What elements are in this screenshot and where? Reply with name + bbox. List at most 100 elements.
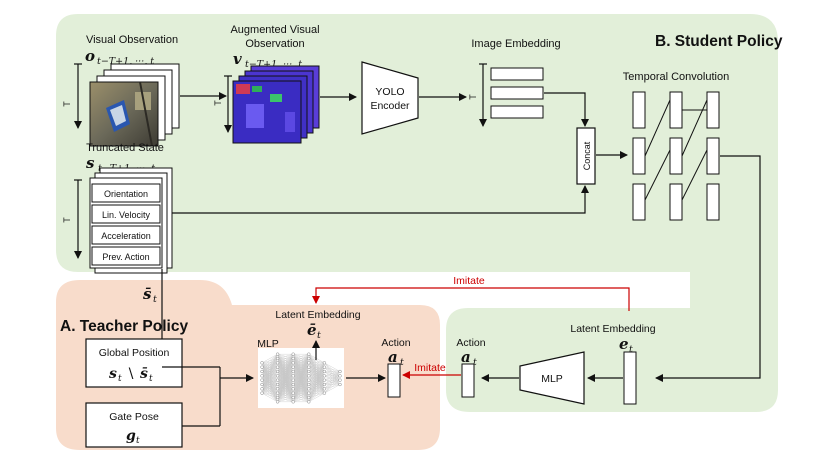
gate-pose-label: Gate Pose [109, 411, 159, 423]
arrow-embedding-to-concat [544, 92, 589, 127]
yolo-encoder: YOLO Encoder [361, 61, 419, 135]
mlp-edge [324, 371, 341, 389]
augmented-label-line1: Augmented Visual [230, 24, 319, 36]
state-time-label: T [62, 217, 72, 223]
mlp-edge [277, 362, 294, 402]
mlp-edge [308, 367, 325, 402]
mlp-edge [308, 362, 325, 398]
mlp-edge [308, 375, 325, 402]
s-symbol: s [86, 154, 95, 172]
mlp-edge [308, 362, 325, 376]
mlp-edge [261, 384, 278, 394]
mlp-node [322, 387, 327, 391]
mlp-edge [293, 354, 309, 372]
mlp-node [260, 361, 264, 365]
mlp-edge [308, 380, 325, 402]
teacher-latent-label: Latent Embedding [275, 309, 360, 321]
mlp-edge [324, 371, 341, 377]
mlp-edge [277, 354, 294, 389]
mlp-edge [261, 353, 278, 364]
state-item-lin-velocity: Lin. Velocity [102, 210, 151, 220]
mlp-edge [324, 371, 341, 394]
ebar-subscript: t [317, 330, 321, 341]
student-latent-label: Latent Embedding [570, 323, 655, 335]
mlp-node [322, 369, 327, 374]
mlp-node [275, 356, 280, 361]
mlp-edge [277, 354, 294, 372]
global-s: s [109, 366, 117, 382]
mlp-edge [324, 366, 341, 372]
mlp-edge [324, 380, 341, 394]
mlp-edge [324, 371, 341, 385]
mlp-node [291, 361, 295, 365]
mlp-node [291, 352, 295, 356]
mlp-node [291, 369, 295, 374]
mlp-edge [261, 354, 278, 385]
mlp-edge [261, 354, 278, 376]
mlp-node [307, 365, 311, 369]
imitate-latent-label: Imitate [453, 275, 485, 287]
image-embedding-vectors [490, 67, 544, 119]
mlp-edge [261, 367, 278, 394]
mlp-edge [293, 354, 309, 389]
v-subscript: t−T+1, ···, t [245, 59, 302, 70]
state-item-prev-action: Prev. Action [102, 252, 149, 262]
mlp-node [338, 382, 342, 387]
mlp-edge [277, 354, 294, 376]
mlp-edge [293, 354, 309, 368]
mlp-node [338, 374, 342, 378]
mlp-edge [308, 362, 325, 385]
temporal-convolution-label: Temporal Convolution [623, 71, 729, 83]
mlp-edge [277, 397, 294, 403]
global-position-box: Global Position s t ∖ s̄ t [85, 338, 183, 388]
global-sbar: s̄ [140, 366, 148, 382]
mlp-node [291, 378, 295, 382]
mlp-node [322, 378, 327, 382]
mlp-edge [308, 362, 325, 402]
mlp-edge [277, 375, 294, 402]
student-e-symbol: e t [619, 335, 633, 355]
mlp-node [260, 387, 264, 391]
mlp-edge [293, 397, 309, 403]
mlp-edge [293, 353, 309, 364]
mlp-node [307, 387, 311, 391]
mlp-node [275, 382, 280, 387]
yolo-label-line2: Encoder [370, 100, 410, 112]
g-symbol: g [126, 428, 136, 444]
arrow-state-to-concat [172, 185, 589, 214]
concat-block: Concat [576, 127, 596, 185]
mlp-edge [308, 362, 325, 381]
augmented-time-axis: T [213, 75, 232, 133]
mlp-edge [261, 354, 278, 389]
yolo-label-line1: YOLO [375, 86, 404, 98]
mlp-edge [277, 354, 294, 368]
mlp-node [291, 374, 295, 378]
teacher-a-main: a [388, 348, 398, 366]
mlp-edge [293, 358, 309, 402]
student-a-main: a [461, 348, 471, 366]
image-embedding-label: Image Embedding [471, 38, 560, 50]
v-symbol: v [233, 50, 242, 68]
mlp-edge [261, 362, 278, 394]
teacher-policy-title: A. Teacher Policy [60, 318, 188, 335]
mlp-node [260, 374, 264, 378]
mlp-edge [261, 354, 278, 394]
global-set-minus: ∖ [126, 365, 135, 381]
mlp-edge [293, 354, 309, 385]
mlp-node [291, 356, 295, 361]
mlp-edge [277, 354, 294, 381]
mlp-node [260, 365, 264, 369]
truncated-state-label: Truncated State [86, 142, 164, 154]
mlp-edge [324, 375, 341, 394]
mlp-node [307, 374, 311, 378]
mlp-edge [308, 362, 325, 389]
mlp-edge [293, 375, 309, 402]
augmented-symbol: v t−T+1, ···, t [233, 50, 302, 70]
gate-pose-box: Gate Pose g t [85, 402, 183, 448]
mlp-edge [308, 362, 325, 372]
mlp-node [322, 391, 327, 395]
teacher-action-vector [387, 363, 401, 398]
mlp-edge [293, 354, 309, 398]
